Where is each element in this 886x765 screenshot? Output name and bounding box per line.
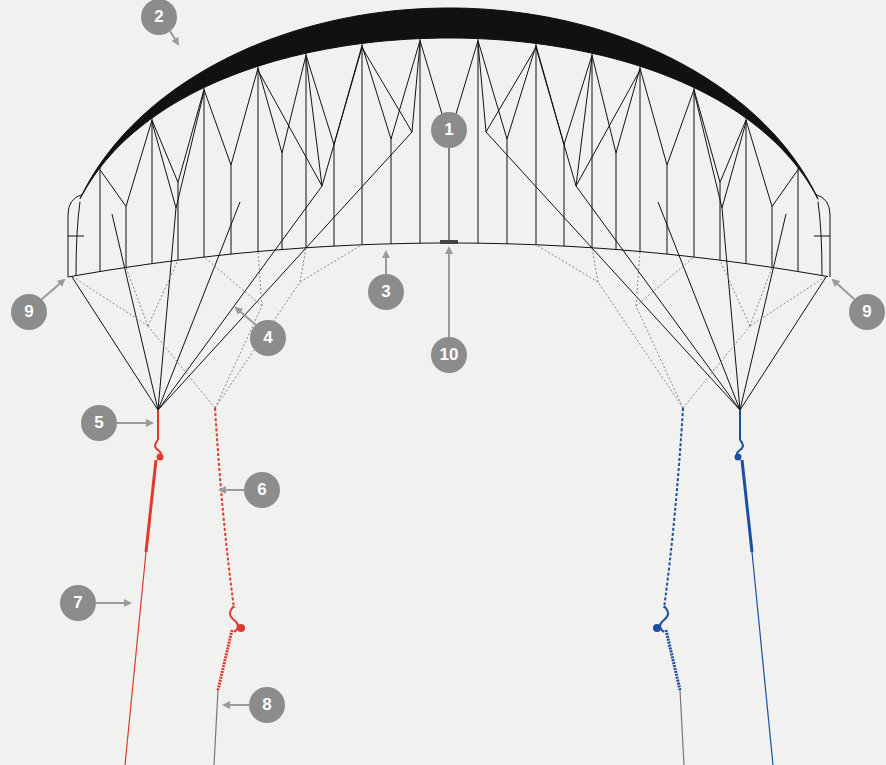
callout-number: 8 [249,687,285,723]
callout-number: 4 [250,320,286,356]
callout-number: 1 [431,112,467,148]
callout-number: 3 [368,274,404,310]
callout-number: 9 [11,294,47,330]
callout-number: 5 [81,405,117,441]
callout-number: 10 [431,337,467,373]
callout-number: 7 [60,585,96,621]
callout-number: 6 [244,472,280,508]
callout-number: 2 [141,0,177,35]
callout-number: 9 [849,294,885,330]
